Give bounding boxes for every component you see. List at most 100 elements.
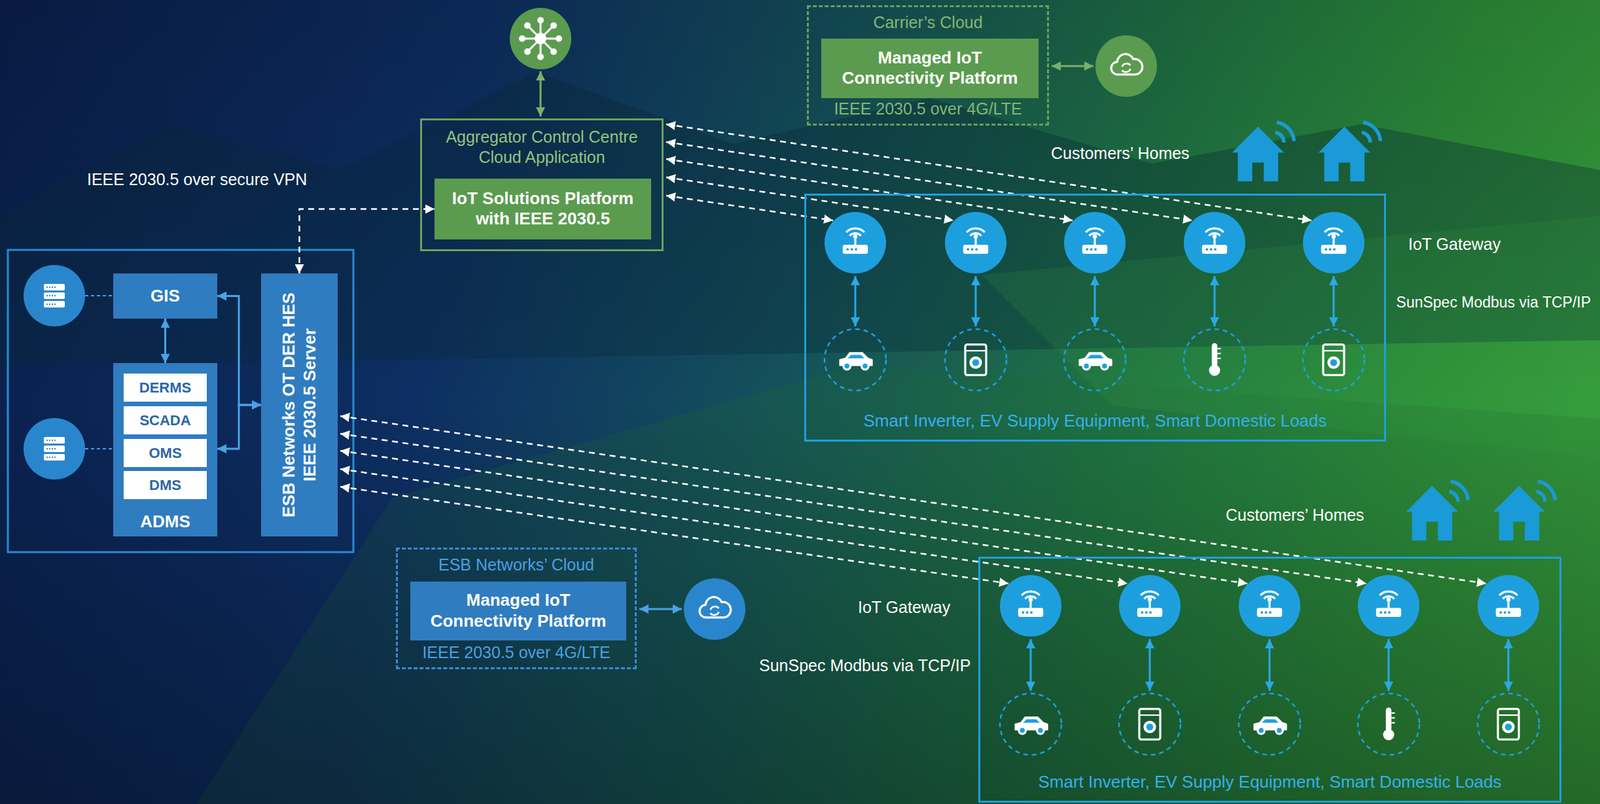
- house-icon: [1318, 122, 1381, 182]
- server-icon: [43, 284, 65, 308]
- device-link: [1030, 639, 1032, 692]
- module-box: SCADA: [123, 406, 207, 435]
- cloud-region: Carrier’s CloudIEEE 2030.5 over 4G/LTEMa…: [806, 5, 1049, 126]
- gateway-icon: [1183, 212, 1246, 274]
- platform-box: IoT Solutions Platform with IEEE 2030.5: [434, 178, 652, 240]
- device-ring: [1064, 329, 1126, 391]
- router-icon: [963, 228, 989, 254]
- device-ring: [999, 693, 1062, 756]
- gateway-icon: [1477, 575, 1540, 637]
- gateway-link: [340, 433, 1367, 584]
- device-link: [1387, 639, 1390, 692]
- device-ring: [1357, 693, 1420, 756]
- house-icon: [1232, 122, 1295, 182]
- gateway-icon: [1357, 575, 1420, 637]
- device-ring: [1302, 329, 1365, 391]
- platform-box: Managed IoT Connectivity Platform: [410, 581, 627, 641]
- node-text: Managed IoT Connectivity Platform: [831, 47, 1029, 89]
- cloud-region: ESB Networks’ CloudIEEE 2030.5 over 4G/L…: [395, 547, 637, 670]
- node-text: ESB Networks’ Cloud: [404, 554, 629, 576]
- link-arrow: [1051, 65, 1094, 68]
- router-icon: [1376, 591, 1402, 618]
- node-text: Carrier’s Cloud: [815, 12, 1041, 33]
- connector: [217, 296, 262, 406]
- network-node: [537, 53, 544, 61]
- router-icon: [1082, 228, 1108, 254]
- network-node: [537, 17, 544, 24]
- system-group: ADMS DERMS SCADA OMS DMS: [113, 363, 218, 537]
- house-icon: [1406, 481, 1469, 541]
- router-icon: [1202, 228, 1227, 254]
- network-spoke: [528, 26, 541, 39]
- router-icon: [842, 228, 868, 254]
- ev-icon: [1254, 717, 1287, 735]
- ev-icon: [1015, 717, 1048, 735]
- ev-icon: [840, 352, 873, 370]
- node-text: OMS: [126, 444, 205, 463]
- leader-line: [85, 295, 114, 297]
- annotation-label: SunSpec Modbus via TCP/IP: [759, 655, 971, 676]
- node-text: SCADA: [126, 411, 205, 430]
- device-links: [855, 276, 1509, 692]
- gateway-link: [666, 124, 1312, 221]
- network-node: [555, 35, 563, 42]
- node-text: IoT Solutions Platform with IEEE 2030.5: [441, 188, 645, 230]
- ev-icon: [1079, 352, 1112, 370]
- gateway-icon: [824, 212, 887, 274]
- node-text: Managed IoT Connectivity Platform: [420, 590, 616, 632]
- gateway-links: [340, 124, 1487, 584]
- node-text: ADMS: [117, 511, 214, 533]
- node-text: Aggregator Control Centre Cloud Applicat…: [435, 126, 649, 167]
- network-spoke: [539, 21, 542, 39]
- network-icon: [509, 7, 572, 70]
- device-link: [1333, 276, 1335, 327]
- gateway-link: [340, 486, 1009, 584]
- device-link: [854, 276, 857, 327]
- gateway-link: [666, 195, 834, 221]
- network-node: [524, 48, 531, 55]
- gateway-icon: [1119, 575, 1181, 637]
- node-text: GIS: [117, 285, 214, 307]
- network-spoke: [540, 38, 553, 51]
- gateway-link: [340, 469, 1128, 584]
- device-link: [1268, 639, 1271, 692]
- device-link: [1094, 276, 1097, 327]
- device-ring: [1477, 693, 1540, 756]
- device-ring: [1183, 329, 1246, 391]
- network-spoke: [540, 26, 553, 39]
- module-box: DERMS: [123, 373, 207, 402]
- server-icon: [23, 418, 86, 480]
- appliance-icon: [1323, 344, 1345, 376]
- node-text: Smart Inverter, EV Supply Equipment, Sma…: [812, 410, 1378, 432]
- router-icon: [1321, 228, 1347, 254]
- node-text: ESB Networks OT DER HES IEEE 2030.5 Serv…: [278, 280, 320, 531]
- node-text: DMS: [126, 476, 205, 495]
- cloud-icon: [683, 578, 746, 640]
- annotation-label: IoT Gateway: [857, 597, 951, 618]
- network-node: [524, 22, 531, 29]
- annotation-label: Customers’ Homes: [1225, 505, 1365, 525]
- server-icon: [23, 265, 86, 327]
- cloud-icon: [1095, 35, 1157, 97]
- appliance-icon: [965, 344, 987, 376]
- link-arrow: [539, 71, 542, 117]
- homes-panel: Smart Inverter, EV Supply Equipment, Sma…: [978, 556, 1562, 803]
- node-text: IEEE 2030.5 over 4G/LTE: [404, 642, 629, 663]
- thermostat-icon: [1382, 707, 1395, 741]
- thermostat-icon: [1208, 342, 1221, 376]
- module-box: DMS: [123, 471, 207, 500]
- server-box: ESB Networks OT DER HES IEEE 2030.5 Serv…: [261, 273, 338, 537]
- node-text: DERMS: [126, 378, 205, 397]
- router-icon: [1495, 591, 1521, 618]
- cloud-icon: [699, 597, 731, 618]
- gateway-link: [666, 159, 1073, 221]
- systems-enclosure: [7, 249, 354, 553]
- connector: [299, 209, 436, 275]
- network-node: [550, 48, 557, 55]
- network-spoke: [528, 38, 541, 51]
- network-nodes: [518, 17, 563, 61]
- gateway-icon: [1302, 212, 1365, 274]
